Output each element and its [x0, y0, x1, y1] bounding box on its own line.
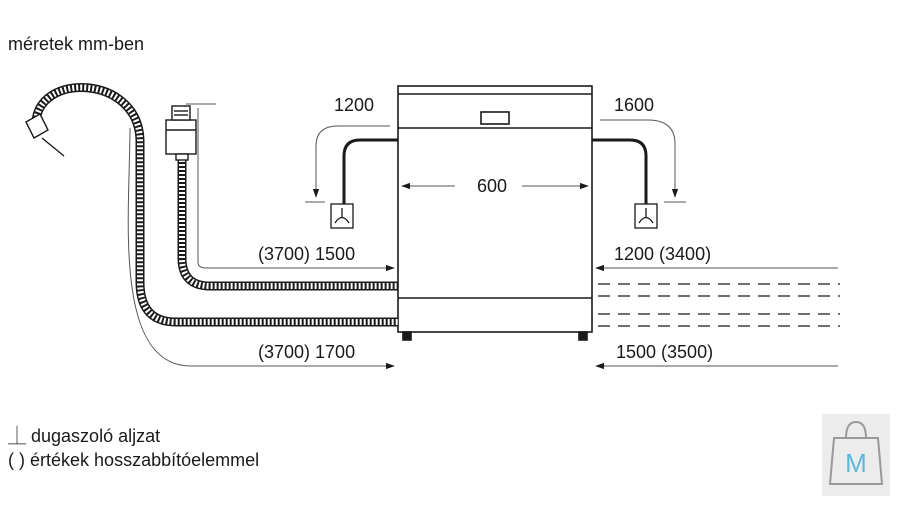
- inlet-hose: [177, 160, 398, 291]
- drain-dimension-lines: [127, 127, 838, 370]
- dishwasher-outline: [397, 85, 593, 341]
- parentheses-symbol: ( ): [8, 450, 25, 470]
- socket-icon-right: [634, 203, 658, 229]
- dimension-arrow-right-socket: [600, 119, 686, 203]
- water-stop-valve-icon: [165, 105, 197, 161]
- shopping-bag-logo: M: [822, 414, 890, 496]
- logo-letter: M: [845, 448, 867, 478]
- drain-hose-end-icon: [25, 113, 65, 157]
- dimension-label-left-drain: (3700) 1700: [258, 342, 356, 362]
- legend-socket: ⏊ dugaszoló aljzat: [8, 425, 160, 447]
- dimension-label-right-inlet: 1200 (3400): [614, 244, 712, 264]
- dimension-label-left-inlet: (3700) 1500: [258, 244, 356, 264]
- dimension-arrow-left-socket: [305, 125, 390, 203]
- diagram-title: méretek mm-ben: [8, 34, 145, 54]
- legend-parentheses: ( ) értékek hosszabbítóelemmel: [8, 449, 259, 471]
- drain-hose: [31, 83, 398, 327]
- dimension-label-left-top: 1200: [334, 95, 375, 115]
- power-cable-right: [592, 138, 648, 204]
- dimension-label-width: 600: [477, 176, 508, 196]
- legend-socket-text: dugaszoló aljzat: [31, 426, 161, 446]
- dimension-label-right-drain: 1500 (3500): [616, 342, 714, 362]
- socket-icon-left: [330, 203, 354, 229]
- power-cable-left: [342, 138, 398, 204]
- inlet-dimension-lines: [186, 103, 838, 272]
- extension-dashed-lines: [598, 283, 840, 327]
- dimension-label-right-top: 1600: [614, 95, 655, 115]
- legend-parentheses-text: értékek hosszabbítóelemmel: [30, 450, 260, 470]
- socket-symbol-icon: ⏊: [8, 426, 26, 446]
